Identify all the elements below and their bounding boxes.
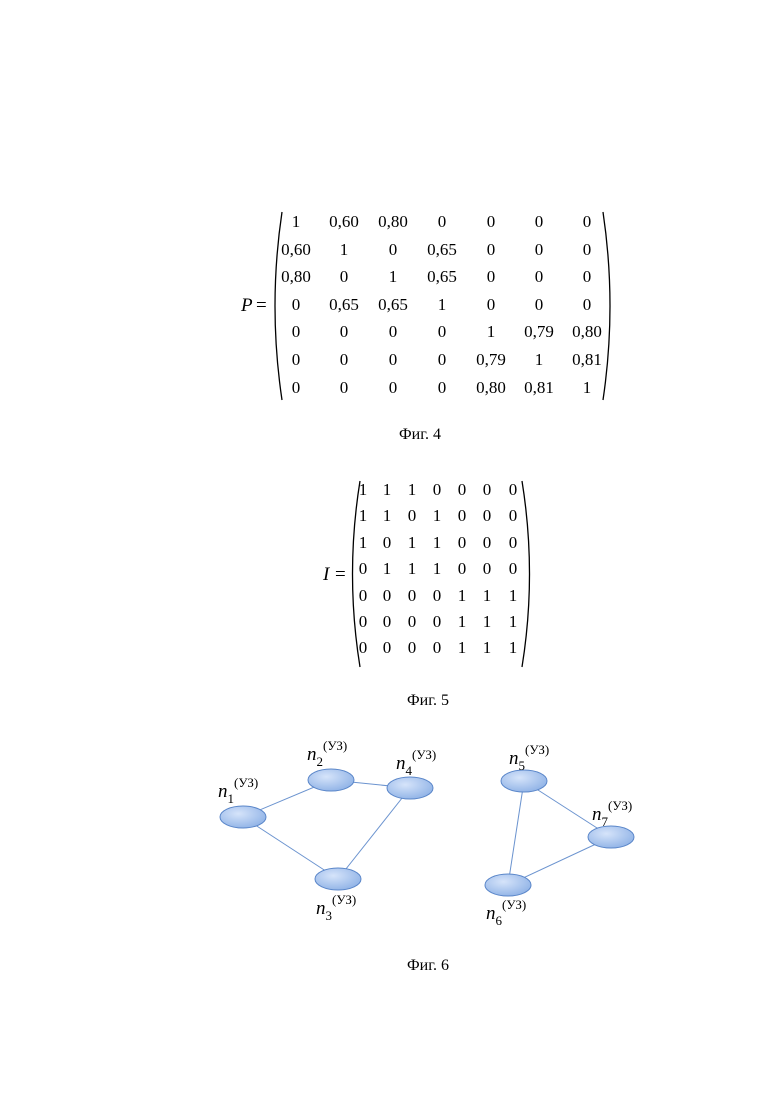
node-label-n3: n3(УЗ) [316,892,356,923]
node-n2 [308,769,354,791]
node-n7 [588,826,634,848]
node-n6 [485,874,531,896]
node-n5 [501,770,547,792]
edge-n3-n4 [338,788,410,879]
figure-6-caption: Фиг. 6 [407,957,449,975]
node-label-n5: n5(УЗ) [509,742,549,773]
node-n4 [387,777,433,799]
node-label-n4: n4(УЗ) [396,747,436,778]
node-label-n1: n1(УЗ) [218,775,258,806]
node-label-n2: n2(УЗ) [307,738,347,769]
edge-n1-n3 [243,817,338,879]
node-n3 [315,868,361,890]
node-label-n7: n7(УЗ) [592,798,632,829]
network-graph: n1(УЗ) n2(УЗ) n3(УЗ) n4(УЗ) n5(УЗ) n6(УЗ) n7(У… [0,0,780,1000]
edge-n5-n6 [508,781,524,885]
node-n1 [220,806,266,828]
node-label-n6: n6(УЗ) [486,897,526,928]
